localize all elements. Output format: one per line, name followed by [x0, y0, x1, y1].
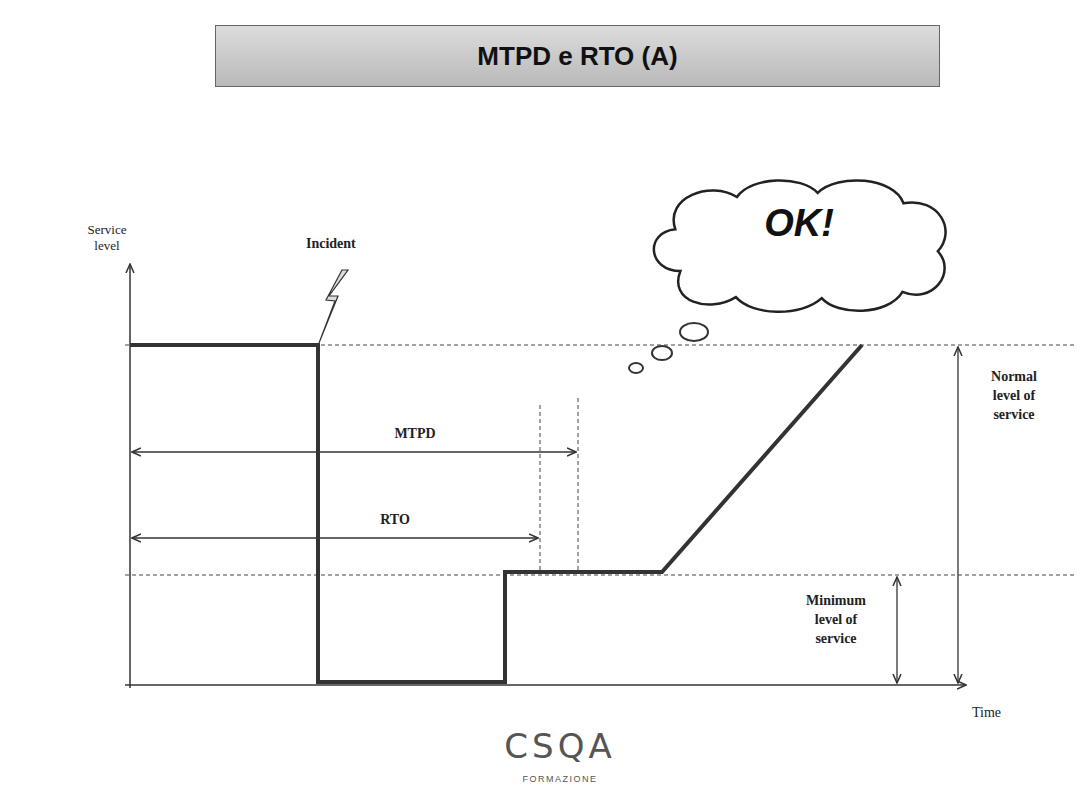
thought-bubble: [652, 346, 672, 360]
thought-bubble: [629, 363, 643, 373]
chart-label: Minimum level of service: [800, 592, 872, 649]
chart-label: Incident: [306, 236, 386, 252]
logo-text: CSQA: [480, 726, 640, 766]
thought-bubble: [680, 323, 708, 341]
normal-level-arrow: [957, 347, 958, 683]
title-bar: MTPD e RTO (A): [215, 25, 940, 87]
cloud-text-box: OK!: [640, 172, 958, 245]
mtpd-arrow: [132, 451, 576, 452]
chart-label: RTO: [370, 512, 420, 528]
chart-label: Time: [972, 705, 1022, 721]
chart-label: MTPD: [380, 426, 450, 442]
title-text: MTPD e RTO (A): [477, 41, 677, 72]
chart-label: Service level: [78, 222, 136, 253]
chart-label: Normal level of service: [978, 368, 1050, 425]
rto-marker: [540, 405, 541, 572]
minimum-level-line: [125, 575, 1075, 576]
y-axis: [129, 264, 131, 688]
thought-cloud: OK!: [640, 172, 958, 318]
service-curve: [130, 345, 862, 682]
cloud-shape: [654, 180, 946, 311]
x-axis: [125, 684, 966, 686]
logo-text: FORMAZIONE: [500, 774, 620, 784]
mtpd-marker: [578, 398, 579, 572]
cloud-text: OK!: [764, 202, 834, 245]
lightning-symbol: [319, 270, 348, 343]
minimum-level-arrow: [896, 577, 897, 683]
rto-arrow: [132, 537, 538, 538]
cloud-outline: [640, 172, 958, 318]
